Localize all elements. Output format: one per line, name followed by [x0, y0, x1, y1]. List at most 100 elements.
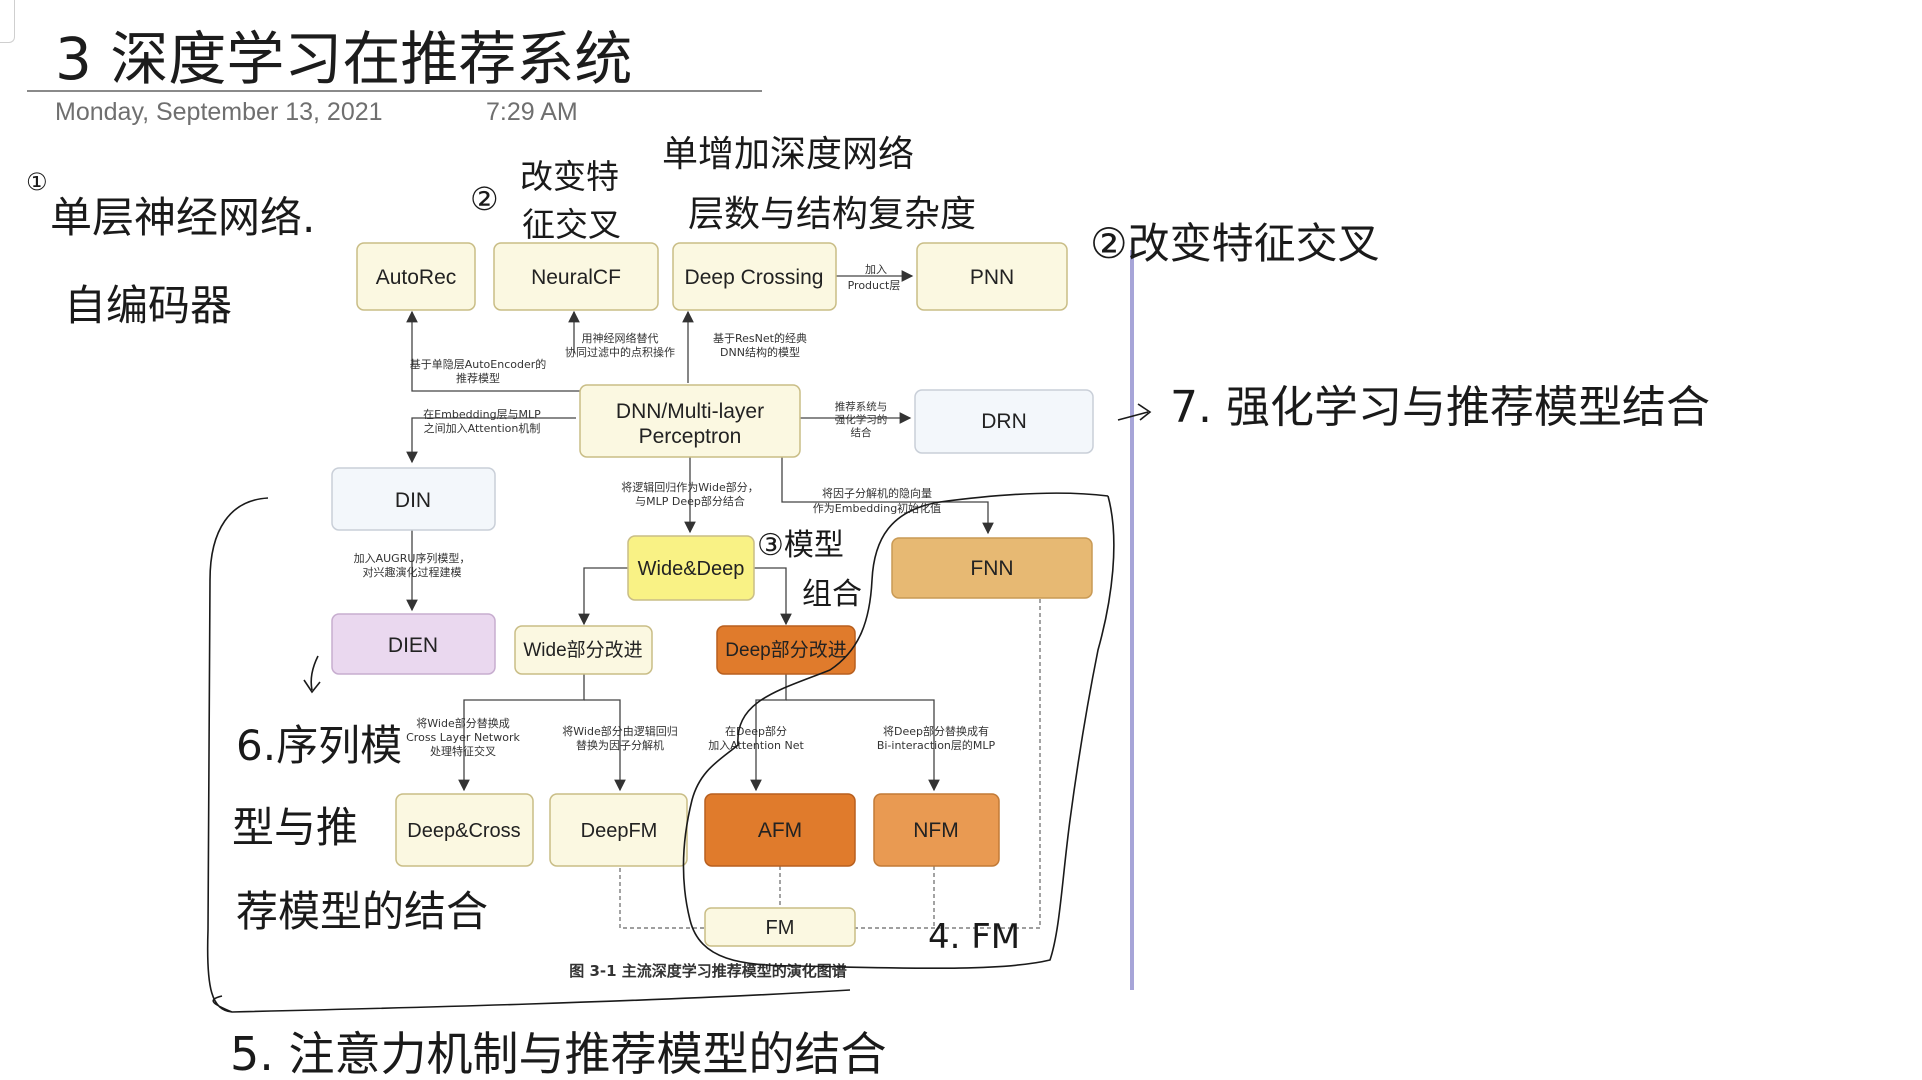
node-afm: AFM — [704, 793, 856, 867]
node-drn-label: DRN — [981, 410, 1027, 433]
handwritten-strokes — [206, 403, 1152, 1013]
handwritten-loop-fm — [682, 492, 1115, 970]
page-time: 7:29 AM — [486, 98, 578, 126]
node-dnn-label-line2: Perceptron — [639, 425, 742, 448]
note-1-number: ① — [26, 168, 48, 196]
label-augru-1: 加入AUGRU序列模型， — [354, 551, 471, 565]
figure-caption: 图 3-1 主流深度学习推荐模型的演化图谱 — [569, 962, 847, 980]
node-deepfm: DeepFM — [549, 793, 688, 867]
label-fm-embed-1: 将因子分解机的隐向量 — [822, 486, 932, 500]
edge-wide-deepcross — [458, 674, 585, 792]
edge-wide-deepfm — [584, 699, 626, 792]
label-rl-3: 结合 — [851, 426, 872, 439]
node-pnn: PNN — [916, 242, 1068, 311]
node-deepcrossing-label: Deep Crossing — [685, 266, 824, 289]
node-deepcrossing: Deep Crossing — [672, 242, 837, 311]
note-2b-line2: 层数与结构复杂度 — [688, 194, 976, 235]
node-afm-label: AFM — [758, 819, 802, 842]
node-din: DIN — [331, 467, 496, 531]
label-rl-2: 强化学习的 — [835, 413, 888, 426]
note-6-line1: 6.序列模 — [236, 721, 402, 770]
node-dnn-label-line1: DNN/Multi-layer — [616, 400, 764, 423]
node-deep-improve-label: Deep部分改进 — [725, 639, 846, 661]
note-4: 4. FM — [928, 917, 1020, 957]
edge-widedeep-deep — [754, 567, 792, 626]
node-fm: FM — [704, 907, 856, 947]
handwritten-arrow-drn — [1117, 403, 1152, 421]
label-lr-wide-1: 将逻辑回归作为Wide部分， — [621, 480, 758, 494]
edge-dnn-din — [406, 417, 576, 464]
label-add-product-1: 加入 — [865, 263, 887, 276]
label-autoencoder-2: 推荐模型 — [456, 371, 500, 385]
label-fm-embed-2: 作为Embedding初始化值 — [813, 501, 941, 515]
note-2c: ②改变特征交叉 — [1090, 219, 1380, 268]
label-attention-1: 在Embedding层与MLP — [423, 408, 541, 421]
node-fnn-label: FNN — [970, 557, 1013, 580]
label-cross-3: 处理特征交叉 — [430, 744, 496, 758]
handwritten-notes: ① 单层神经网络. 自编码器 ② 改变特 征交叉 单增加深度网络 层数与结构复杂… — [26, 134, 1710, 1080]
node-dnn: DNN/Multi-layer Perceptron — [579, 384, 801, 458]
node-widedeep-label: Wide&Deep — [638, 558, 745, 580]
edge-widedeep-wide — [578, 567, 628, 626]
note-3-line2: 组合 — [802, 577, 862, 612]
label-cross-2: Cross Layer Network — [406, 731, 520, 744]
label-resnet-1: 基于ResNet的经典 — [713, 331, 807, 345]
note-2a-number: ② — [470, 180, 499, 218]
label-add-product-2: Product层 — [848, 279, 901, 292]
node-neuralcf: NeuralCF — [493, 242, 659, 311]
label-attention-2: 之间加入Attention机制 — [424, 421, 541, 435]
node-widedeep: Wide&Deep — [627, 535, 755, 601]
node-drn: DRN — [914, 389, 1094, 454]
node-din-label: DIN — [395, 489, 431, 512]
label-wide-fm-1: 将Wide部分由逻辑回归 — [562, 724, 677, 738]
note-1-line1: 单层神经网络. — [50, 193, 315, 242]
label-cross-1: 将Wide部分替换成 — [416, 716, 509, 730]
diagram-connectors — [406, 270, 994, 792]
node-dien: DIEN — [331, 613, 496, 675]
note-7: 7. 强化学习与推荐模型结合 — [1170, 382, 1710, 433]
label-bi-2: Bi-interaction层的MLP — [877, 738, 996, 752]
note-1-line2: 自编码器 — [64, 281, 232, 330]
title-underline — [27, 90, 762, 92]
node-nfm: NFM — [873, 793, 1000, 867]
node-neuralcf-label: NeuralCF — [531, 266, 621, 289]
note-2a-line1: 改变特 — [520, 157, 619, 196]
label-deep-att-1: 在Deep部分 — [725, 724, 787, 738]
page-corner-tab — [0, 0, 15, 43]
label-autoencoder-1: 基于单隐层AutoEncoder的 — [410, 357, 547, 371]
label-lr-wide-2: 与MLP Deep部分结合 — [635, 494, 745, 508]
note-2b-line1: 单增加深度网络 — [662, 134, 914, 175]
note-6-line3: 荐模型的结合 — [236, 887, 488, 936]
note-6-line2: 型与推 — [232, 803, 358, 852]
edge-dnn-fnn — [781, 457, 994, 535]
label-neural-2: 协同过滤中的点积操作 — [565, 345, 675, 359]
label-bi-1: 将Deep部分替换成有 — [883, 724, 989, 738]
edge-deep-nfm — [786, 699, 940, 792]
page-date: Monday, September 13, 2021 — [55, 98, 383, 126]
note-3-line1: ③模型 — [757, 528, 844, 563]
label-resnet-2: DNN结构的模型 — [720, 345, 800, 359]
label-neural-1: 用神经网络替代 — [582, 331, 659, 345]
node-autorec: AutoRec — [356, 242, 476, 311]
label-deep-att-2: 加入Attention Net — [708, 739, 804, 752]
handwritten-loop-attention — [206, 497, 851, 1013]
note-2a-line2: 征交叉 — [522, 205, 621, 244]
node-deepcross: Deep&Cross — [395, 793, 534, 867]
node-autorec-label: AutoRec — [376, 266, 457, 289]
node-nfm-label: NFM — [913, 819, 959, 842]
node-fnn: FNN — [891, 537, 1093, 599]
node-wide-improve: Wide部分改进 — [514, 625, 653, 675]
node-deep-improve: Deep部分改进 — [716, 625, 856, 675]
node-dien-label: DIEN — [388, 634, 438, 657]
node-deepfm-label: DeepFM — [581, 820, 658, 842]
node-fm-label: FM — [766, 917, 795, 939]
node-pnn-label: PNN — [970, 266, 1014, 289]
handwritten-arrow-dien — [303, 655, 321, 694]
node-deepcross-label: Deep&Cross — [407, 820, 520, 842]
label-rl-1: 推荐系统与 — [835, 400, 888, 413]
node-wide-improve-label: Wide部分改进 — [523, 639, 642, 661]
label-augru-2: 对兴趣演化过程建模 — [363, 565, 462, 579]
page-title: 3 深度学习在推荐系统 — [55, 25, 633, 93]
note-5: 5. 注意力机制与推荐模型的结合 — [230, 1027, 887, 1080]
